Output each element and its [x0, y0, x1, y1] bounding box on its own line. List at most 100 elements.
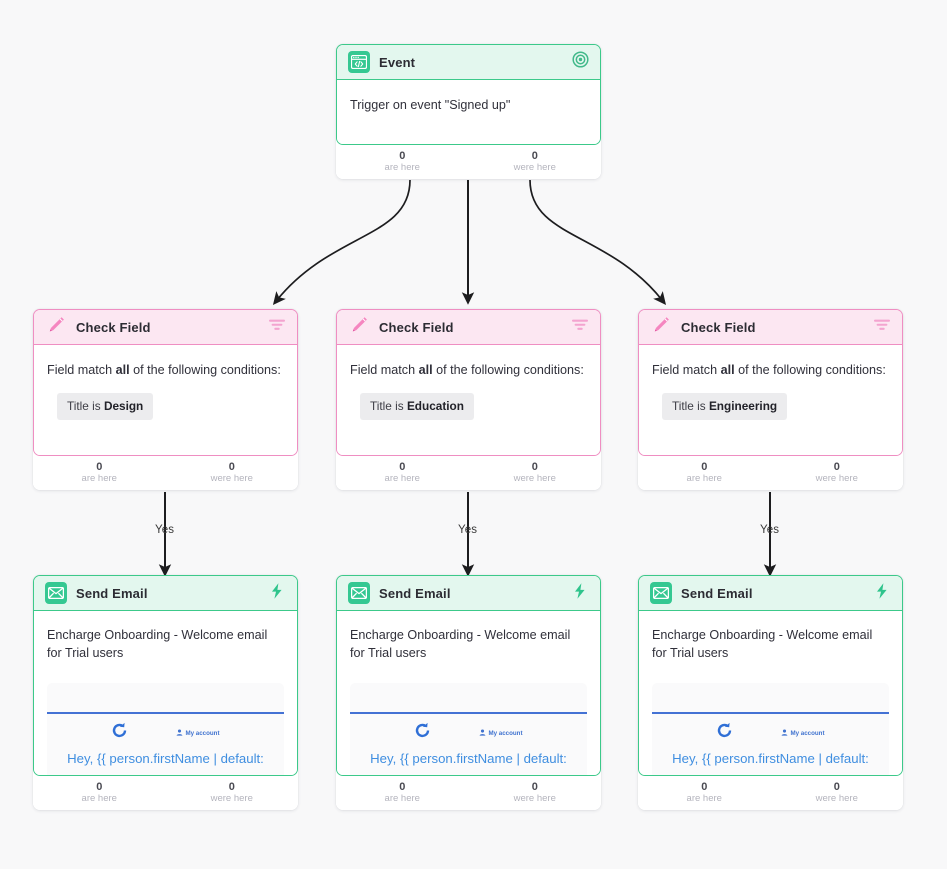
my-account-link[interactable]: My account [479, 728, 523, 738]
filter-icon[interactable] [268, 317, 286, 338]
stat-are-here-label: are here [81, 792, 117, 804]
code-window-icon [348, 51, 370, 73]
stat-are-here-label: are here [384, 792, 420, 804]
condition-chip[interactable]: Title is Education [360, 393, 474, 421]
refresh-icon[interactable] [414, 722, 431, 744]
check-field-card-header: Check Field [639, 310, 902, 345]
send-email-card-header: Send Email [639, 576, 902, 611]
stat-are-here-value: 0 [399, 461, 406, 474]
stat-are-here-label: are here [81, 472, 117, 484]
lightning-icon[interactable] [571, 582, 589, 605]
send-email-card-title: Send Email [379, 585, 451, 601]
condition-chip[interactable]: Title is Engineering [662, 393, 788, 421]
send-email-card-body: Encharge Onboarding - Welcome email for … [34, 611, 297, 775]
edge-label-yes-left: Yes [155, 524, 175, 536]
condition-chip[interactable]: Title is Design [57, 393, 154, 421]
email-subject: Encharge Onboarding - Welcome email for … [652, 628, 873, 660]
node-event[interactable]: Event Trigger on event "Signed up" 0 are… [336, 44, 601, 179]
stat-were-here-value: 0 [833, 781, 840, 794]
stat-are-here-label: are here [686, 472, 722, 484]
email-preview-divider [652, 712, 889, 714]
stat-were-here-value: 0 [228, 781, 235, 794]
send-email-card-header: Send Email [34, 576, 297, 611]
filter-icon[interactable] [571, 317, 589, 338]
send-email-card-title: Send Email [76, 585, 148, 601]
my-account-label: My account [790, 729, 825, 737]
email-preview-divider [350, 712, 587, 714]
lightning-icon[interactable] [268, 582, 286, 605]
stat-were-here: 0 were here [469, 150, 602, 174]
lightning-icon[interactable] [873, 582, 891, 605]
stat-are-here-label: are here [686, 792, 722, 804]
stat-are-here-value: 0 [96, 461, 103, 474]
condition-intro: Field match all of the following conditi… [47, 363, 281, 377]
target-icon[interactable] [572, 51, 589, 73]
stat-were-here-label: were here [210, 472, 253, 484]
person-icon [176, 728, 183, 738]
email-greeting: Hey, {{ person.firstName | default: [672, 751, 869, 766]
check-field-card-title: Check Field [76, 319, 151, 335]
check-field-card-body: Field match all of the following conditi… [337, 345, 600, 455]
email-preview-header [652, 683, 889, 712]
edge-event-to-check-left [272, 179, 411, 306]
stat-are-here-value: 0 [701, 461, 708, 474]
stat-were-here-label: were here [513, 161, 556, 173]
send-email-card-header: Send Email [337, 576, 600, 611]
pencil-icon [650, 314, 672, 341]
event-card[interactable]: Event Trigger on event "Signed up" [336, 44, 601, 145]
stat-were-here-value: 0 [531, 781, 538, 794]
person-icon [479, 728, 486, 738]
email-preview-toolbar: My account [350, 714, 587, 744]
stat-are-here-value: 0 [701, 781, 708, 794]
person-icon [781, 728, 788, 738]
filter-icon[interactable] [873, 317, 891, 338]
refresh-icon[interactable] [111, 722, 128, 744]
edge-label-yes-middle: Yes [458, 524, 478, 536]
refresh-icon[interactable] [716, 722, 733, 744]
stat-were-here-label: were here [210, 792, 253, 804]
stat-were-here-value: 0 [833, 461, 840, 474]
stat-are-here-value: 0 [96, 781, 103, 794]
stat-were-here-value: 0 [531, 150, 538, 163]
pencil-icon [348, 314, 370, 341]
send-email-card-body: Encharge Onboarding - Welcome email for … [639, 611, 902, 775]
email-preview-header [350, 683, 587, 712]
condition-intro: Field match all of the following conditi… [652, 363, 886, 377]
my-account-link[interactable]: My account [781, 728, 825, 738]
send-email-card-title: Send Email [681, 585, 753, 601]
stat-were-here-label: were here [815, 792, 858, 804]
edge-event-to-check-right [529, 179, 667, 306]
my-account-link[interactable]: My account [176, 728, 220, 738]
email-greeting: Hey, {{ person.firstName | default: [67, 751, 264, 766]
send-email-card-body: Encharge Onboarding - Welcome email for … [337, 611, 600, 775]
